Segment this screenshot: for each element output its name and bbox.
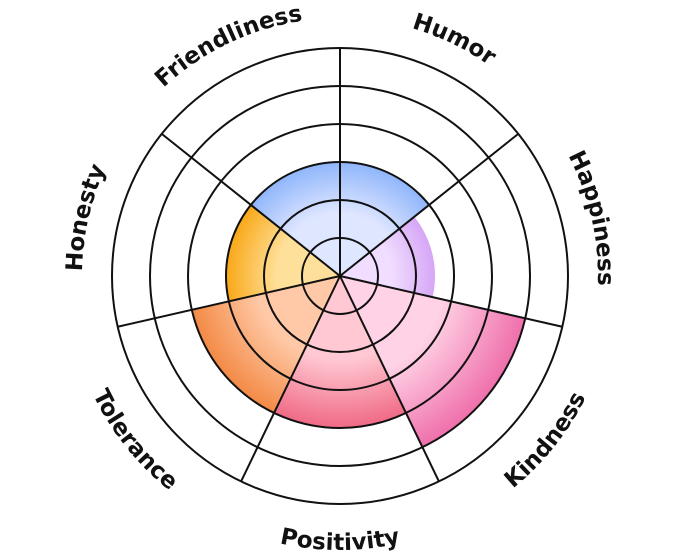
label-honesty: Honesty	[62, 160, 111, 272]
label-tolerance: Tolerance	[87, 385, 182, 495]
grid-spoke	[339, 133, 519, 277]
grid-group	[111, 47, 569, 505]
label-positivity: Positivity	[278, 524, 402, 556]
label-kindness: Kindness	[500, 388, 591, 493]
grid-spoke	[117, 275, 341, 328]
sector-happiness	[340, 216, 435, 298]
sector-friendliness	[250, 162, 340, 276]
sector-humor	[340, 162, 430, 276]
grid-spoke	[339, 275, 440, 482]
grid-spoke	[339, 275, 563, 328]
grid-spoke	[161, 133, 341, 277]
label-happiness: Happiness	[563, 147, 618, 286]
grid-spoke	[240, 275, 341, 482]
sector-honesty	[226, 204, 340, 302]
label-humor: Humor	[410, 9, 501, 71]
